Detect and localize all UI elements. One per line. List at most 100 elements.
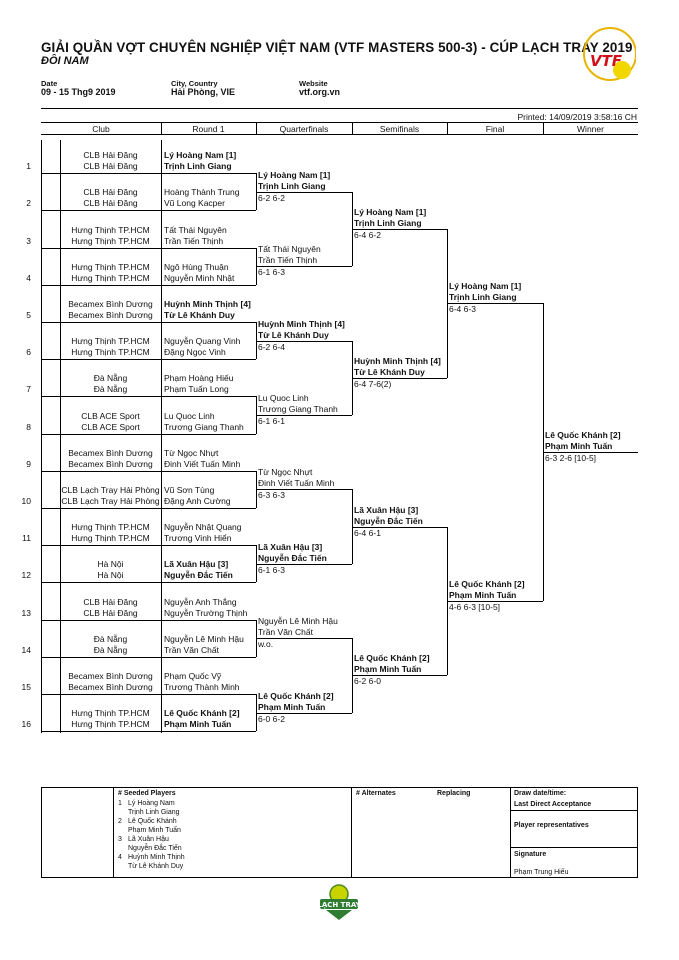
- bracket-connector: [256, 173, 257, 211]
- draw-line: [41, 322, 256, 323]
- col-header-bottom-rule: [41, 134, 638, 135]
- draw-line: [41, 210, 256, 212]
- draw-position: 12: [21, 570, 31, 581]
- lach-tray-logo-text: LẠCH TRAY: [318, 901, 360, 909]
- draw-line: [41, 433, 256, 435]
- sf-player: Từ Lê Khánh Duy: [354, 366, 425, 377]
- player-name: Từ Ngọc Nhựt: [164, 447, 219, 458]
- final-player: Trịnh Linh Giang: [449, 292, 517, 303]
- seed-player: Lý Hoàng Nam: [128, 800, 175, 807]
- draw-index-rule: [60, 140, 61, 734]
- final-player: Lê Quốc Khánh [2]: [449, 579, 525, 589]
- seed-number: 2: [118, 818, 122, 825]
- draw-position: 4: [26, 272, 31, 283]
- header-rule: [41, 108, 638, 109]
- sf-score: 6-4 6-2: [354, 230, 381, 240]
- bracket-connector: [352, 191, 353, 267]
- draw-position: 3: [26, 235, 31, 246]
- qf-player: Đinh Viết Tuấn Minh: [258, 478, 335, 489]
- player-name: Ngô Hùng Thuận: [164, 261, 229, 272]
- draw-line: [41, 545, 256, 547]
- club-name: Hưng Thịnh TP.HCM: [71, 261, 150, 272]
- player-name: Lu Quoc Linh: [164, 410, 215, 421]
- player-name: Lã Xuân Hậu [3]: [164, 559, 229, 570]
- qf-player: Từ Lê Khánh Duy: [258, 329, 329, 340]
- club-name: CLB Hải Đăng: [83, 596, 138, 607]
- club-name: CLB Hải Đăng: [83, 150, 138, 161]
- player-name: Trần Tiến Thịnh: [164, 235, 224, 246]
- qf-score: 6-3 6-3: [258, 490, 285, 501]
- seed-partner: Trịnh Linh Giang: [128, 809, 180, 816]
- bracket-connector: [256, 396, 257, 434]
- player-name: Đặng Ngọc Vinh: [164, 347, 226, 358]
- club-name: CLB Hải Đăng: [83, 198, 138, 209]
- col-divider: [352, 122, 353, 134]
- city-value: Hải Phòng, VIE: [171, 87, 236, 97]
- draw-line: [41, 284, 256, 286]
- player-name: Vũ Sơn Tùng: [164, 485, 215, 495]
- club-name: Hưng Thịnh TP.HCM: [71, 272, 150, 283]
- draw-position: 9: [26, 458, 31, 469]
- club-name: Becamex Bình Dương: [68, 310, 153, 320]
- sf-player: Huỳnh Minh Thịnh [4]: [354, 355, 441, 366]
- qf-player: Trương Giang Thanh: [258, 404, 338, 414]
- page-title: GIẢI QUẦN VỢT CHUYÊN NGHIỆP VIỆT NAM (VT…: [41, 40, 633, 55]
- date-value: 09 - 15 Thg9 2019: [41, 87, 116, 97]
- club-name: Hưng Thịnh TP.HCM: [71, 235, 150, 246]
- sf-score: 6-4 6-1: [354, 527, 381, 538]
- draw-position: 2: [26, 198, 31, 209]
- alternates-title: # Alternates: [356, 790, 396, 797]
- player-name: Trương Thành Minh: [164, 682, 240, 692]
- col-club: Club: [92, 124, 110, 134]
- col-semifinals: Semifinals: [379, 124, 420, 134]
- club-name: CLB Hải Đăng: [83, 607, 138, 618]
- draw-line: [41, 396, 256, 398]
- player-name: Trương Vinh Hiển: [164, 533, 232, 544]
- club-name: Hưng Thịnh TP.HCM: [71, 224, 150, 235]
- col-divider: [256, 122, 257, 134]
- qf-player: Tất Thái Nguyên: [258, 244, 321, 255]
- footer-rule: [510, 847, 637, 848]
- printed-timestamp: Printed: 14/09/2019 3:58:16 CH: [517, 112, 637, 122]
- seed-partner: Nguyễn Đắc Tiến: [128, 845, 182, 852]
- bracket-line: [447, 303, 543, 305]
- club-name: CLB Lạch Tray Hải Phòng: [61, 485, 160, 495]
- player-name: Trương Giang Thanh: [164, 421, 244, 432]
- bracket-connector: [352, 489, 353, 564]
- bracket-line: [352, 526, 447, 528]
- draw-position: 5: [26, 310, 31, 320]
- bracket-connector: [352, 638, 353, 713]
- final-player: Phạm Minh Tuấn: [449, 590, 517, 600]
- col-quarterfinals: Quarterfinals: [279, 124, 329, 134]
- club-name: Becamex Bình Dương: [68, 447, 153, 458]
- qf-player: Nguyễn Lê Minh Hậu: [258, 616, 338, 627]
- qf-score: 6-1 6-3: [258, 267, 285, 278]
- bracket-line: [256, 638, 352, 640]
- draw-position: 11: [22, 533, 31, 544]
- signature-name: Phạm Trung Hiếu: [514, 869, 569, 876]
- qf-player: Phạm Minh Tuấn: [258, 701, 326, 712]
- bracket-line: [256, 712, 352, 714]
- seed-player: Lã Xuân Hậu: [128, 836, 169, 843]
- club-name: Becamex Bình Dương: [68, 682, 153, 692]
- player-name: Trịnh Linh Giang: [164, 161, 232, 172]
- qf-player: Lu Quoc Linh: [258, 393, 309, 403]
- player-name: Từ Lê Khánh Duy: [164, 310, 235, 320]
- club-name: Hà Nội: [97, 570, 124, 581]
- club-name: Becamex Bình Dương: [68, 671, 153, 681]
- sf-player: Trịnh Linh Giang: [354, 218, 422, 228]
- player-name: Nguyễn Anh Thắng: [164, 596, 237, 607]
- player-name: Vũ Long Kacper: [164, 198, 225, 209]
- qf-score: 6-2 6-4: [258, 341, 285, 352]
- qf-player: Lý Hoàng Nam [1]: [258, 169, 331, 180]
- bracket-line: [352, 675, 447, 677]
- player-name: Phạm Tuấn Long: [164, 384, 229, 395]
- club-name: Đà Nẵng: [93, 373, 128, 384]
- bracket-line: [256, 415, 352, 416]
- footer-rule: [510, 787, 511, 877]
- vtf-logo: VTF: [583, 27, 636, 81]
- sf-player: Nguyễn Đắc Tiến: [354, 515, 423, 526]
- player-name: Hoàng Thành Trung: [164, 187, 240, 198]
- player-name: Trần Văn Chất: [164, 644, 219, 655]
- footer-bottom-rule: [41, 877, 638, 878]
